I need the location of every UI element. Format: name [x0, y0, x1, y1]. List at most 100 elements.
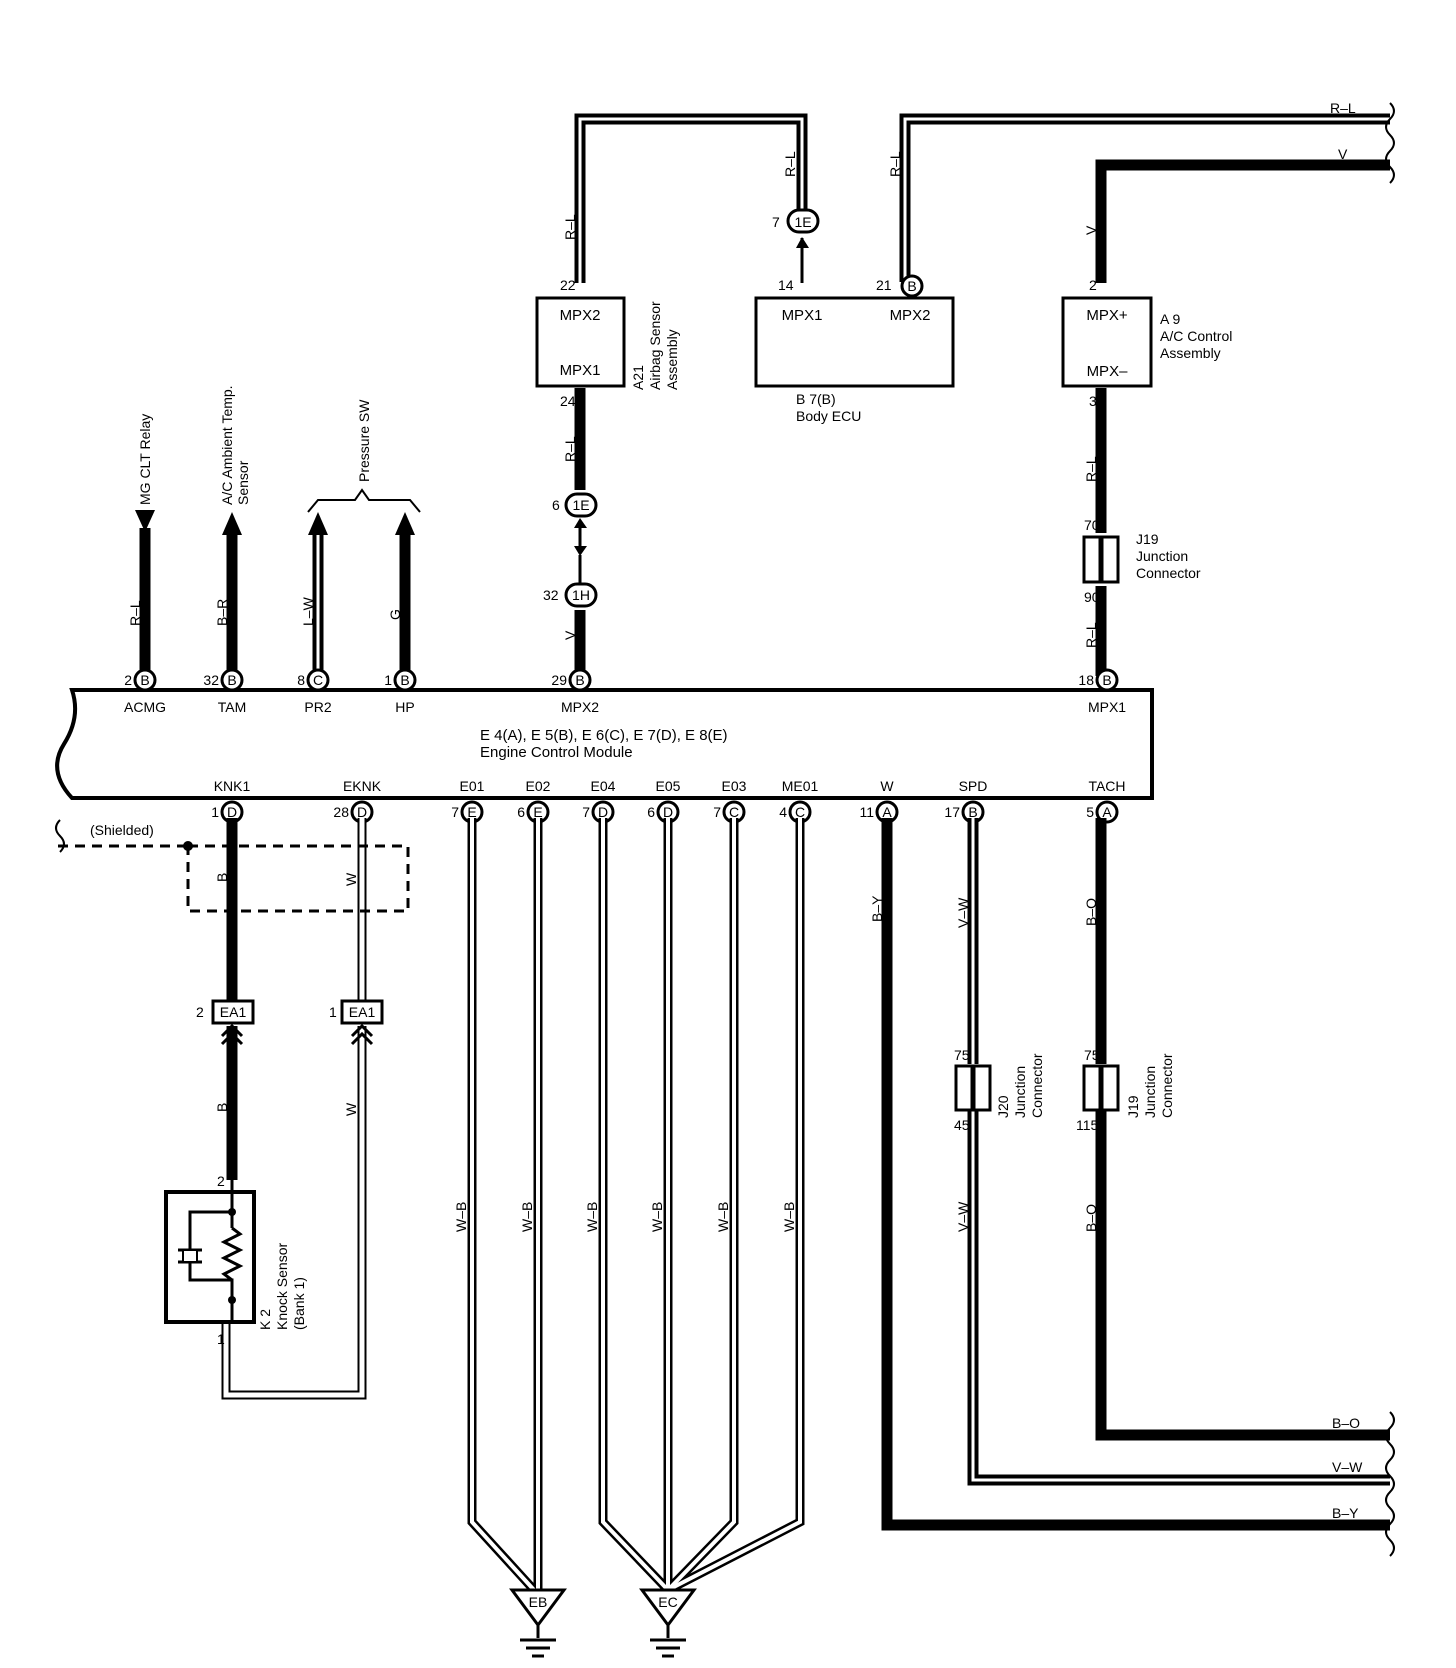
terminal-name: TACH — [1088, 778, 1125, 794]
wire-label: W–B — [649, 1202, 665, 1232]
wire-label: W — [343, 872, 359, 886]
terminal-name: E01 — [460, 778, 485, 794]
terminal-name: TAM — [218, 699, 247, 715]
shielded-label: (Shielded) — [90, 822, 154, 838]
ea1-right-pin: 1 — [329, 1004, 337, 1020]
body-ecu-name: Body ECU — [796, 408, 861, 424]
j19-bot-pin-bot: 115 — [1076, 1117, 1099, 1133]
ac-pin-bot: 3 — [1089, 393, 1097, 409]
body-ecu-conn: B — [907, 278, 916, 294]
body-ecu-term-mpx1: MPX1 — [782, 307, 823, 324]
arrow-down-icon — [135, 510, 155, 532]
connector-letter: A — [1102, 804, 1112, 820]
wire-label: B — [214, 1103, 230, 1112]
junction-j20: 75 45 J20 Junction Connector — [954, 1047, 1045, 1133]
conn-1h-label: 1H — [572, 587, 590, 603]
chevron-up-icon — [220, 1023, 244, 1046]
pin-number: 28 — [333, 804, 349, 820]
chevron-up-icon — [350, 1023, 374, 1046]
ground-icon — [520, 1625, 556, 1658]
body-ecu-term-mpx2: MPX2 — [890, 307, 931, 324]
wire-label: R–L — [782, 151, 798, 177]
wire-label: B–O — [1083, 898, 1099, 926]
j20-id: J20 — [995, 1095, 1011, 1118]
wire-label: W — [343, 1102, 359, 1116]
ground-triangle-icon — [639, 1588, 697, 1628]
top-left-leads — [139, 528, 411, 676]
lower-wire-labels: B B W W W–B W–B W–B W–B W–B W–B B–Y V–W … — [214, 872, 1363, 1521]
ac-ambient-label-2: Sensor — [235, 460, 251, 505]
wire-label: W–B — [781, 1202, 797, 1232]
j19-top-id: J19 — [1136, 531, 1159, 547]
airbag-pin-top: 22 — [560, 277, 576, 293]
connector-letter: B — [575, 672, 584, 688]
j19-top-pin-top: 70 — [1084, 517, 1100, 533]
connector-letter: D — [598, 804, 608, 820]
ac-id: A 9 — [1160, 311, 1180, 327]
wire-label-right: V — [1338, 146, 1348, 162]
wire-label: G — [387, 609, 403, 620]
wire-label: W–B — [453, 1202, 469, 1232]
ea1-right-label: EA1 — [349, 1004, 376, 1020]
pin-number: 7 — [582, 804, 590, 820]
knock-pin-top: 2 — [217, 1173, 225, 1189]
terminal-name: ME01 — [782, 778, 819, 794]
ecm-title-2: Engine Control Module — [480, 744, 633, 761]
shield: (Shielded) — [58, 822, 410, 913]
j20-pin-top: 75 — [954, 1047, 970, 1063]
airbag-pin-bot: 24 — [560, 393, 576, 409]
wire-label: V–W — [955, 897, 971, 928]
ea1-left-pin: 2 — [196, 1004, 204, 1020]
pressure-sw-brace — [307, 488, 421, 513]
ground-triangle-icon — [509, 1588, 567, 1628]
j19-bot-id: J19 — [1125, 1095, 1141, 1118]
wire-label: W–B — [519, 1202, 535, 1232]
mg-clt-relay-label: MG CLT Relay — [137, 414, 153, 505]
connector-letter: C — [729, 804, 739, 820]
wire-label: W–B — [715, 1202, 731, 1232]
connector-letter: C — [795, 804, 805, 820]
ground-icon — [650, 1625, 686, 1658]
wire-label-right: B–O — [1332, 1415, 1360, 1431]
ground-ec: EC — [639, 1588, 697, 1658]
ground-eb-label: EB — [529, 1594, 548, 1610]
connector-letter: B — [1102, 672, 1111, 688]
terminal-name: MPX2 — [561, 699, 599, 715]
body-ecu-id: B 7(B) — [796, 391, 836, 407]
pin-number: 29 — [551, 672, 567, 688]
pin-number: 32 — [203, 672, 219, 688]
inline-connectors-upper: 1E 7 1E 6 1H 32 — [543, 208, 820, 608]
pin-number: 8 — [297, 672, 305, 688]
knock-sensor: 2 1 K 2 Knock Sensor (Bank 1) — [164, 1173, 307, 1347]
pin-number: 6 — [647, 804, 655, 820]
junction-j19-top: 70 90 J19 Junction Connector — [1082, 517, 1201, 605]
wire-label-right: R–L — [1330, 100, 1356, 116]
airbag-sensor-assembly: MPX2 MPX1 22 24 A21 Airbag Sensor Assemb… — [535, 277, 680, 409]
terminal-name: E03 — [722, 778, 747, 794]
j19-bot-l2: Connector — [1159, 1053, 1175, 1118]
connector-letter: B — [400, 672, 409, 688]
wire-label: L–W — [300, 596, 316, 626]
pin-number: 17 — [944, 804, 960, 820]
wire-label: V — [562, 630, 578, 640]
connector-letter: C — [313, 672, 323, 688]
j20-l2: Connector — [1029, 1053, 1045, 1118]
wire-label: W–B — [584, 1202, 600, 1232]
j19-bot-l1: Junction — [1142, 1066, 1158, 1118]
terminal-name: EKNK — [343, 778, 382, 794]
upper-wiring — [574, 113, 1390, 676]
wire-label: V–W — [955, 1201, 971, 1232]
wire-label: B–O — [1083, 1204, 1099, 1232]
connector-badge — [568, 668, 592, 692]
